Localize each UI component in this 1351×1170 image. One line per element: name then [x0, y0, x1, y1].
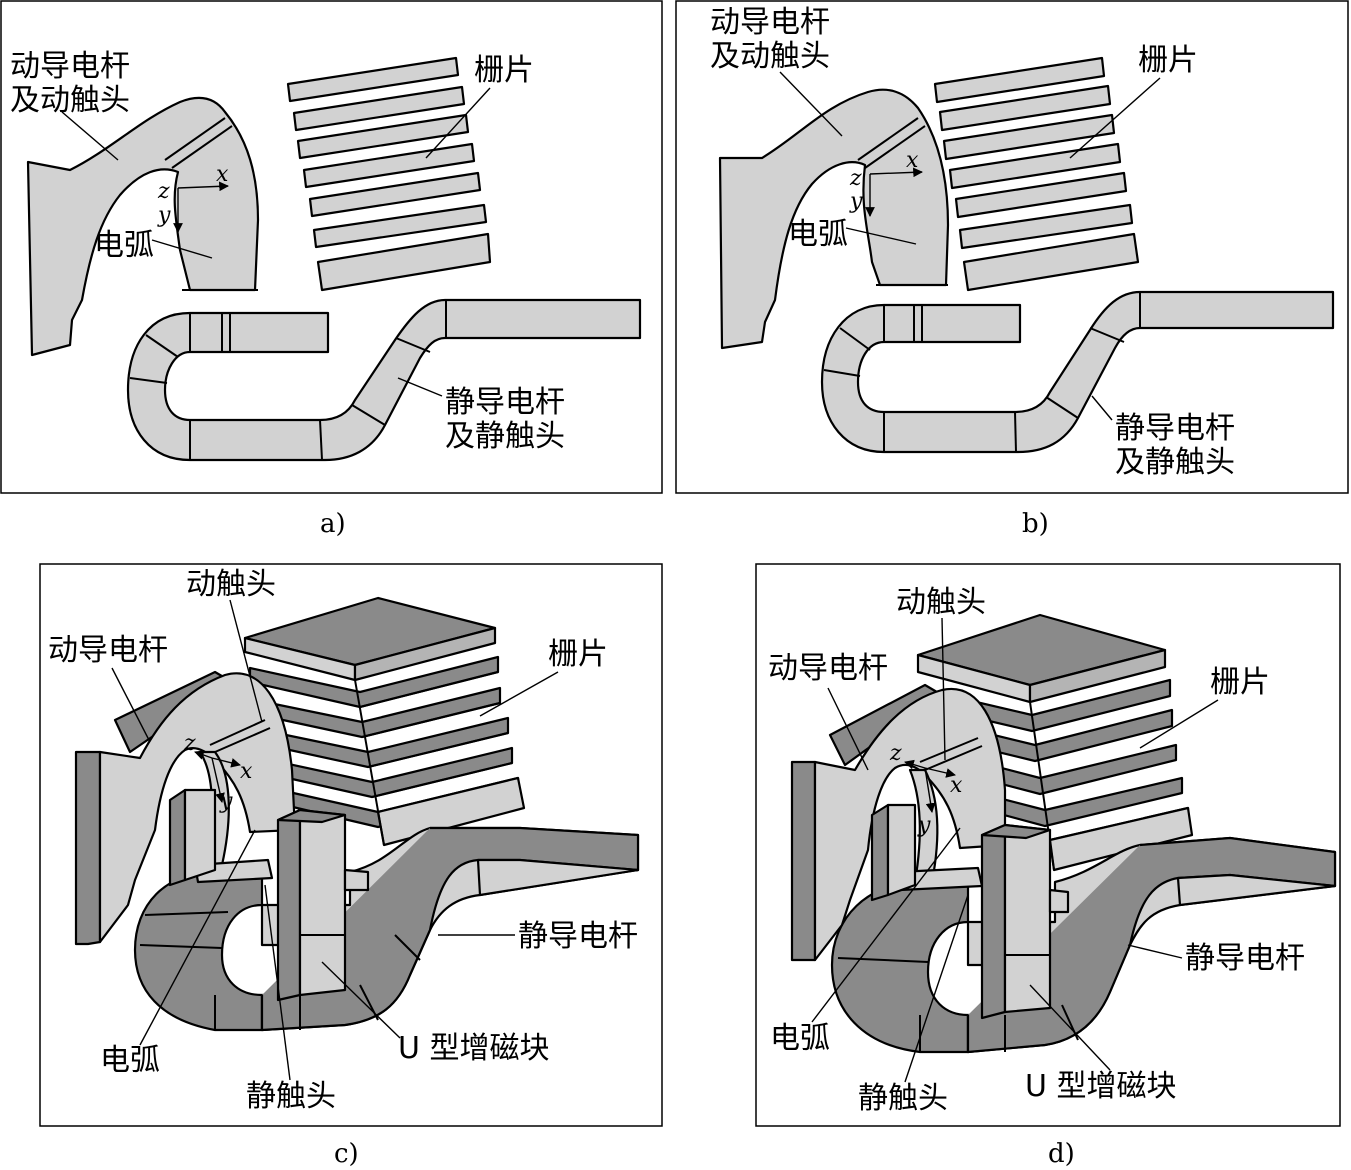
label-arc-b: 电弧: [788, 217, 848, 252]
grid-plates-a: [286, 56, 492, 292]
label-u-block-d: U 型增磁块: [1025, 1069, 1177, 1104]
label-static-contact-c: 静触头: [246, 1079, 336, 1114]
axis-y-b: y: [849, 189, 863, 214]
panel-a: x z y 动导电杆 及动触头 栅片 电弧 静导电杆 及静触头 a): [0, 0, 663, 539]
label-static-rod-b-2: 及静触头: [1115, 445, 1235, 480]
axis-y-c: y: [219, 789, 233, 814]
moving-rod-c: [98, 672, 297, 944]
static-rod-a: [126, 298, 642, 462]
label-moving-rod-a-2: 及动触头: [10, 83, 130, 118]
label-moving-rod-d: 动导电杆: [768, 651, 888, 686]
u-block-d: [980, 823, 1070, 1020]
caption-b: b): [1022, 509, 1049, 539]
label-static-rod-a-2: 及静触头: [445, 419, 565, 454]
axis-z-b: z: [849, 166, 862, 191]
axis-x-c: x: [240, 759, 253, 784]
axis-x-d: x: [950, 773, 963, 798]
label-grid-plates-d: 栅片: [1210, 665, 1270, 700]
moving-rod-d-side: [790, 760, 817, 962]
panel-d: x z y 动触头 动导电杆 栅片 静导电杆 电弧 U 型增磁块 静触头 d): [755, 563, 1341, 1169]
label-u-block-c: U 型增磁块: [398, 1031, 550, 1066]
label-moving-rod-b-2: 及动触头: [710, 39, 830, 74]
caption-a: a): [320, 509, 346, 539]
axis-z-a: z: [157, 179, 170, 204]
moving-rod-b: [718, 88, 950, 350]
label-moving-contact-c: 动触头: [186, 567, 276, 602]
label-static-contact-d: 静触头: [858, 1081, 948, 1116]
label-moving-rod-b-1: 动导电杆: [710, 5, 830, 40]
panel-c: x z y 动触头 动导电杆 栅片 静导电杆 电弧 U 型增磁块 静触头 c): [39, 563, 663, 1169]
label-static-rod-a-1: 静导电杆: [445, 385, 565, 420]
static-rod-d-back: [830, 880, 970, 1054]
axis-x-b: x: [906, 148, 919, 173]
label-static-rod-d: 静导电杆: [1185, 941, 1305, 976]
axes-c: x z y: [183, 731, 253, 814]
label-moving-contact-d: 动触头: [896, 585, 986, 620]
label-static-rod-c: 静导电杆: [518, 919, 638, 954]
label-moving-rod-c: 动导电杆: [48, 633, 168, 668]
axes-a: x z y: [157, 162, 229, 233]
axis-y-a: y: [157, 203, 171, 228]
label-grid-plates-b: 栅片: [1138, 43, 1198, 78]
axis-x-a: x: [216, 162, 229, 187]
label-moving-rod-a-1: 动导电杆: [10, 49, 130, 84]
caption-d: d): [1048, 1139, 1075, 1169]
axis-z-d: z: [889, 741, 902, 766]
label-static-rod-b-1: 静导电杆: [1115, 411, 1235, 446]
axes-d: x z y: [889, 741, 963, 838]
label-arc-d: 电弧: [770, 1021, 830, 1056]
u-block-c: [276, 808, 370, 1002]
label-arc-c: 电弧: [100, 1043, 160, 1078]
axis-y-d: y: [917, 813, 931, 838]
label-grid-plates-a: 栅片: [474, 53, 534, 88]
axes-b: x z y: [849, 148, 923, 217]
label-grid-plates-c: 栅片: [548, 637, 608, 672]
label-arc-a: 电弧: [94, 228, 154, 263]
panel-b: x z y 动导电杆 及动触头 栅片 电弧 静导电杆 及静触头 b): [675, 0, 1349, 539]
grid-plates-b: [933, 56, 1140, 292]
moving-rod-c-side: [74, 750, 102, 946]
caption-c: c): [334, 1139, 359, 1169]
axis-z-c: z: [183, 731, 196, 756]
